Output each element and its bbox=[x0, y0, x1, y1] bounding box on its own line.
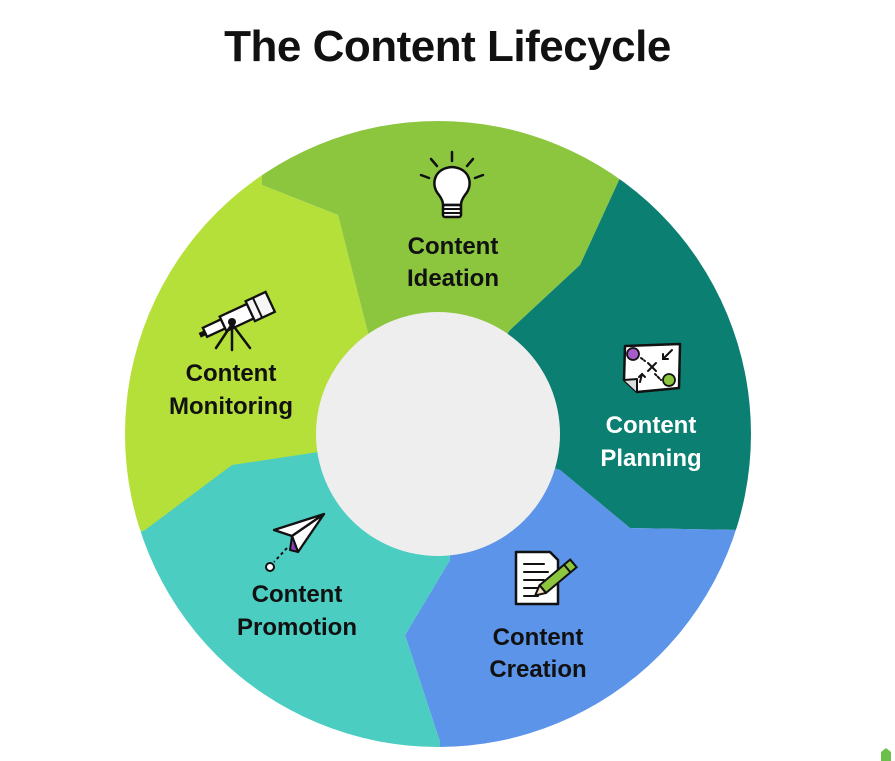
telescope-icon bbox=[198, 290, 277, 352]
creation-label-line2: Creation bbox=[489, 656, 586, 683]
planning-label-line1: Content bbox=[606, 412, 697, 439]
planning-label-line2: Planning bbox=[600, 445, 701, 472]
ideation-label-line1: Content bbox=[408, 233, 499, 260]
monitoring-label-line2: Monitoring bbox=[169, 393, 293, 420]
segment-promotion bbox=[125, 434, 450, 747]
document-pencil-icon bbox=[514, 550, 579, 606]
segment-ideation bbox=[262, 121, 620, 434]
promotion-label-line2: Promotion bbox=[237, 614, 357, 641]
lightbulb-icon bbox=[419, 150, 485, 219]
page-title: The Content Lifecycle bbox=[224, 22, 671, 71]
creation-label-line1: Content bbox=[493, 624, 584, 651]
strategy-map-icon bbox=[622, 342, 682, 394]
promotion-label-line1: Content bbox=[252, 581, 343, 608]
monitoring-label-line1: Content bbox=[186, 360, 277, 387]
paper-plane-icon bbox=[265, 512, 326, 572]
corner-logo-mark bbox=[881, 748, 891, 761]
ideation-label-line2: Ideation bbox=[407, 265, 499, 292]
center-circle bbox=[316, 312, 560, 556]
